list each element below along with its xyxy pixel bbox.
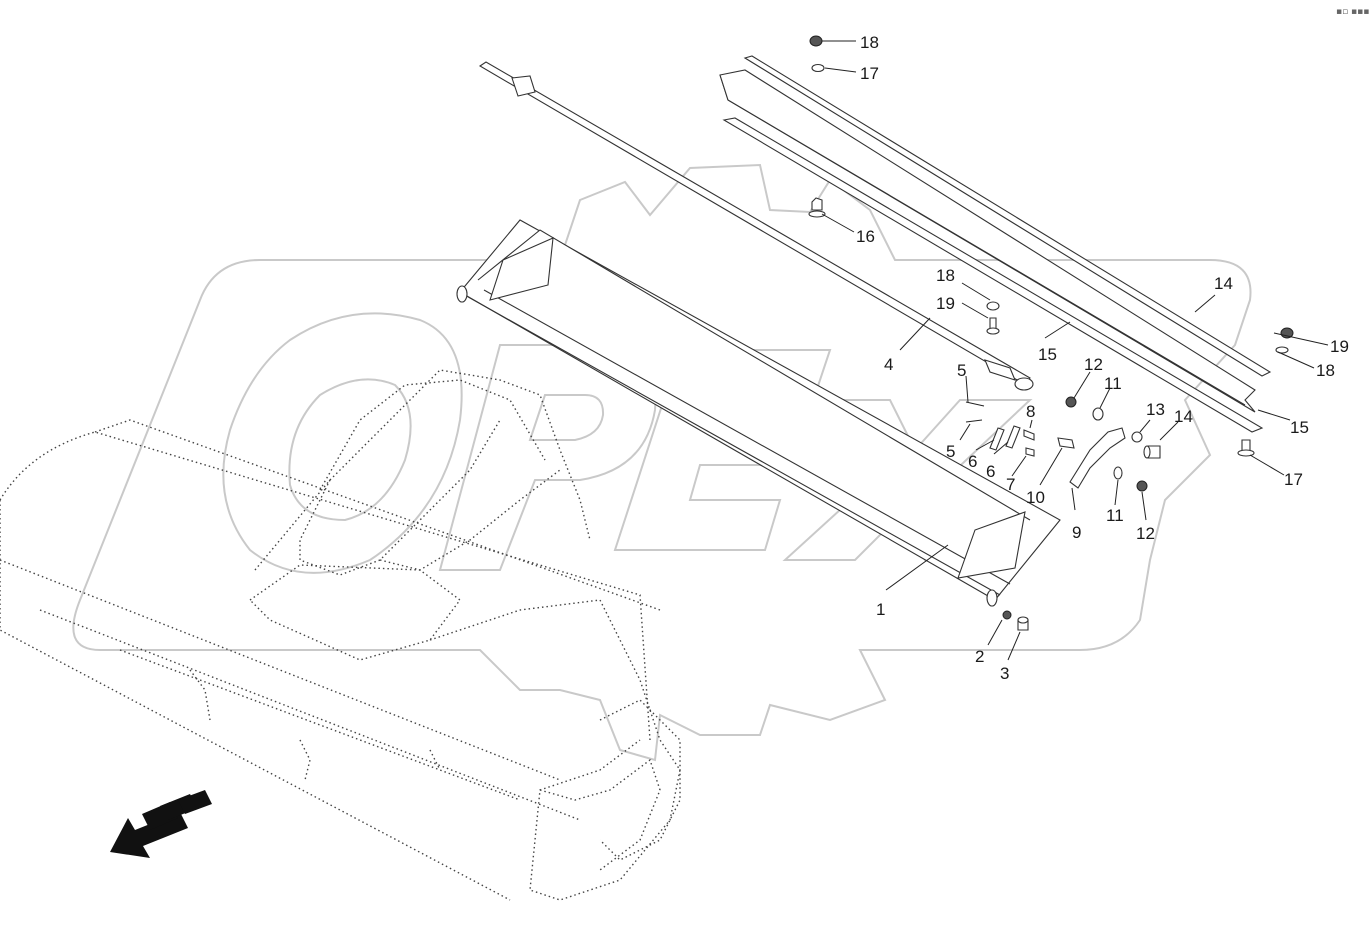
part-15-strip-upper — [743, 55, 1272, 377]
part-11-washer-lower — [1113, 466, 1123, 480]
part-13-washer — [1131, 431, 1143, 443]
part-8-pin — [1023, 429, 1035, 441]
callout-2: 2 — [975, 647, 984, 666]
part-6-link-b — [1005, 425, 1021, 449]
header-body-outline — [0, 369, 681, 901]
leader-lines — [821, 40, 1329, 661]
callout-17-top: 16 — [856, 227, 875, 246]
header-drum-line-3 — [119, 649, 521, 801]
callout-15-right: 14 — [1214, 274, 1233, 293]
callout-16: 15 — [1290, 418, 1309, 437]
drum-flap-2 — [299, 739, 311, 781]
part-15-strip-lower — [722, 117, 1264, 433]
part-18-washer-mid — [986, 301, 1000, 311]
part-9-lever — [1069, 427, 1126, 489]
travel-direction-arrow-icon — [110, 790, 212, 858]
part-20-bolt — [986, 317, 1000, 335]
feeder-arm — [299, 419, 501, 576]
callout-17-right: 17 — [1284, 470, 1303, 489]
callout-9: 9 — [1072, 523, 1081, 542]
callout-15-mid: 15 — [1038, 345, 1057, 364]
part-12-nut-upper — [1065, 396, 1077, 408]
part-11-washer-upper — [1092, 407, 1104, 421]
callouts: 18 17 16 18 19 14 19 15 4 18 12 5 11 8 1… — [856, 33, 1349, 683]
callout-20: 19 — [936, 294, 955, 313]
callout-18-top: 17 — [860, 64, 879, 83]
callout-10: 10 — [1026, 488, 1045, 507]
watermark-gear-outline — [72, 163, 1252, 762]
watermark-letter-o — [222, 312, 463, 574]
part-17-bolt-top — [808, 197, 826, 218]
drum-flap-3 — [429, 749, 441, 771]
callout-19-top: 18 — [860, 33, 879, 52]
part-16-channel — [719, 69, 1256, 413]
callout-18-right: 18 — [1316, 361, 1335, 380]
header-drum-line-2 — [39, 609, 581, 821]
part-3-bushing — [1017, 616, 1029, 631]
part-10-bolt — [1057, 437, 1075, 449]
header-drum-top — [0, 431, 651, 741]
callout-6-a: 6 — [968, 452, 977, 471]
part-17-bolt-right — [1237, 439, 1255, 457]
part-5-split-pin-lower — [965, 419, 983, 423]
part-6-link-a — [989, 427, 1005, 451]
callout-11-lower: 11 — [1106, 506, 1124, 525]
callout-12-lower: 12 — [1136, 524, 1155, 543]
header-drum-top-edge — [94, 419, 661, 611]
feeder-frame-right — [319, 379, 546, 491]
part-14-pin — [1143, 445, 1161, 459]
part-18-washer-top — [811, 63, 825, 73]
callout-13: 13 — [1146, 400, 1165, 419]
header-drum-front — [0, 500, 511, 901]
callout-1: 1 — [876, 600, 885, 619]
callout-19-right: 19 — [1330, 337, 1349, 356]
callout-4: 4 — [884, 355, 893, 374]
callout-5-lower: 5 — [946, 442, 955, 461]
callout-12-upper: 12 — [1084, 355, 1103, 374]
feeder-plate — [248, 564, 461, 661]
callout-11-upper: 11 — [1104, 374, 1122, 393]
part-19-nut-top — [809, 35, 823, 47]
callout-3: 3 — [1000, 664, 1009, 683]
part-1-cover-panel — [456, 219, 1061, 607]
callout-8: 8 — [1026, 402, 1035, 421]
lower-panel — [539, 758, 661, 871]
callout-7: 7 — [1006, 475, 1015, 494]
part-2-washer — [1002, 610, 1012, 620]
corner-mark: ▪▫ ▪▪▪ — [1336, 7, 1369, 17]
feeder-frame-left — [254, 369, 591, 571]
part-4-shaft — [478, 61, 1034, 391]
callout-5-upper: 5 — [957, 361, 966, 380]
callout-6-b: 6 — [986, 462, 995, 481]
feeder-arm-2 — [379, 469, 561, 571]
right-plate — [599, 699, 681, 861]
callout-14: 14 — [1174, 407, 1193, 426]
part-18-washer-right — [1275, 346, 1289, 354]
part-12-nut-lower — [1136, 480, 1148, 492]
part-7-pin — [1025, 447, 1035, 457]
header-drum-line-1 — [0, 559, 561, 781]
drum-flap-1 — [189, 669, 211, 721]
part-5-split-pin-upper — [965, 401, 985, 407]
feeder-side — [429, 599, 681, 901]
callout-18-mid: 18 — [936, 266, 955, 285]
